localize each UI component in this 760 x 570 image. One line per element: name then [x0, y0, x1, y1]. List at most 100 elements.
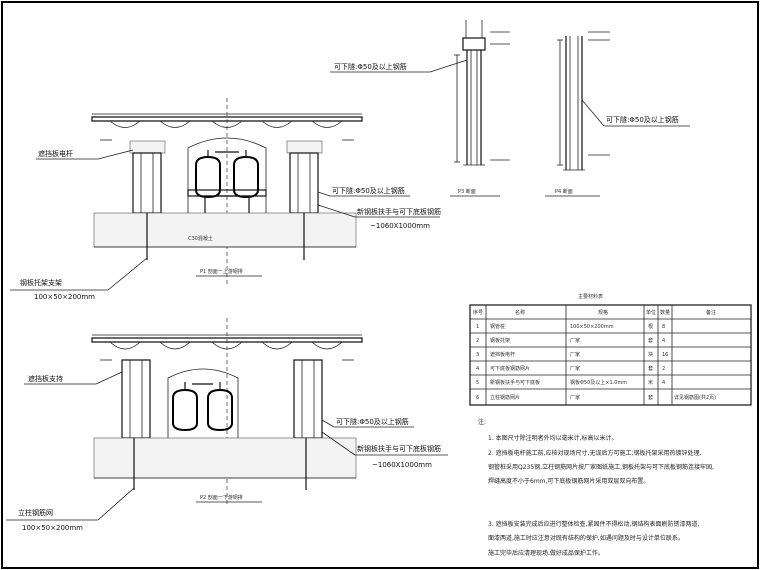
lower-support-label: 立柱钢筋网	[18, 508, 53, 517]
table-row: 3 遮挡板电杆 厂家 块 16	[476, 351, 668, 358]
detail-right-leader	[581, 99, 605, 127]
note-line: 2. 遮挡板电杆施工前,应核对现场尺寸,无误后方可施工;钢板托架采用热镀锌处理,	[488, 449, 701, 457]
detail-left: 可下隧:Φ50及以上钢筋 P3 断面	[330, 20, 510, 197]
lower-left-callout: 遮挡板支持	[28, 374, 63, 383]
svg-text:6: 6	[476, 395, 479, 401]
lower-right-leader-2	[321, 431, 356, 456]
lower-deck-slab	[91, 337, 363, 343]
note-line: 面漆两道,施工时应注意对既有结构的保护,如遇问题及时与设计单位联系。	[488, 534, 684, 542]
svg-text:米: 米	[648, 379, 653, 386]
svg-text:厂家: 厂家	[570, 394, 580, 401]
upper-support-leader	[107, 257, 148, 291]
table-row: 5 新钢板扶手与可下底板 钢板Φ50及以上×1.0mm 米 4	[476, 379, 665, 386]
svg-text:2: 2	[476, 338, 479, 344]
upper-right-callout-2: 新钢板扶手与可下底板钢筋	[357, 207, 441, 216]
svg-text:1: 1	[476, 324, 479, 330]
upper-deck-slab	[91, 116, 363, 122]
svg-text:5: 5	[476, 380, 479, 386]
upper-right-column	[289, 152, 319, 214]
svg-text:厂家: 厂家	[570, 365, 580, 372]
table-row: 6 立柱钢筋网片 厂家 套 详见钢筋图(共2页)	[476, 394, 716, 401]
svg-text:钢管桩: 钢管桩	[490, 323, 505, 330]
lower-left-column	[121, 359, 151, 439]
svg-text:2: 2	[662, 366, 665, 372]
svg-text:钢板托架: 钢板托架	[490, 337, 510, 344]
upper-caption: P1 剖面一上游钢排	[200, 268, 243, 275]
svg-text:厂家: 厂家	[570, 351, 580, 358]
table-border	[469, 304, 752, 406]
note-line: 1. 本图尺寸除注明者外均以毫米计,标高以米计。	[488, 434, 618, 442]
svg-text:4: 4	[476, 366, 479, 372]
table-header-cell: 规格	[598, 309, 608, 316]
lower-right-callout-3: ~1060X1000mm	[372, 461, 432, 469]
detail-left-head	[462, 37, 486, 51]
detail-left-callout: 可下隧:Φ50及以上钢筋	[334, 62, 407, 71]
lower-tanks	[172, 382, 233, 432]
table-header-cell: 序号	[473, 309, 483, 316]
svg-text:遮挡板电杆: 遮挡板电杆	[490, 351, 515, 358]
svg-text:8: 8	[662, 324, 665, 330]
table-row: 4 可下底板钢筋网片 厂家 套 2	[476, 365, 665, 372]
upper-left-cap	[129, 140, 166, 154]
table-row: 2 钢板托架 厂家 套 4	[476, 337, 665, 344]
note-line: 钢管桩采用Q235钢,立柱钢筋网片按厂家图纸施工,钢板托架与可下底板钢筋连接牢固…	[488, 463, 714, 471]
detail-right: 可下隧:Φ50及以上钢筋 P4 断面	[545, 31, 690, 197]
upper-right-callout-1: 可下隧:Φ50及以上钢筋	[332, 186, 405, 195]
svg-text:套: 套	[648, 337, 653, 344]
lower-right-callout-1: 可下隧:Φ50及以上钢筋	[336, 417, 409, 426]
upper-tunnel-arch	[187, 137, 267, 213]
upper-deck-ribs	[109, 120, 343, 128]
note-line: 焊缝高度不小于6mm,可下底板钢筋网片采用双层双向布置。	[488, 477, 649, 485]
table-header-row: 序号 名称 规格 单位 数量 备注	[473, 309, 716, 316]
svg-text:3: 3	[476, 352, 479, 358]
upper-support-label: 钢板托架支架	[20, 278, 62, 287]
svg-text:根: 根	[648, 323, 653, 330]
svg-text:新钢板扶手与可下底板: 新钢板扶手与可下底板	[490, 379, 540, 386]
table-header-cell: 名称	[515, 309, 525, 316]
lower-tunnel-arch	[167, 368, 239, 438]
lower-support-size: 100×50×200mm	[22, 524, 83, 532]
table-title: 主要材料表	[578, 293, 603, 300]
lower-base-slab	[93, 437, 357, 479]
note-line: 施工完毕后应清理现场,做好成品保护工作。	[488, 549, 604, 557]
svg-text:可下底板钢筋网片: 可下底板钢筋网片	[490, 365, 530, 372]
svg-text:16: 16	[662, 352, 668, 358]
svg-text:厂家: 厂家	[570, 337, 580, 344]
svg-text:100×50×200mm: 100×50×200mm	[570, 324, 614, 330]
svg-text:4: 4	[662, 338, 665, 344]
upper-left-column	[132, 152, 162, 214]
table-header-cell: 备注	[706, 309, 716, 316]
svg-text:钢板Φ50及以上×1.0mm: 钢板Φ50及以上×1.0mm	[570, 379, 627, 386]
upper-right-leader-1	[317, 191, 331, 197]
detail-left-caption: P3 断面	[458, 188, 476, 195]
svg-text:套: 套	[648, 394, 653, 401]
table-header-cell: 单位	[646, 309, 656, 316]
lower-right-column	[293, 359, 323, 439]
upper-base-label: C30混凝土	[188, 235, 213, 242]
lower-caption: P2 剖面一下游钢排	[200, 494, 243, 501]
lower-deck-ribs	[109, 341, 343, 350]
svg-text:块: 块	[648, 351, 653, 358]
svg-text:套: 套	[648, 365, 653, 372]
upper-left-callout: 遮挡板电杆	[38, 149, 73, 158]
notes-block: 注: 1. 本图尺寸除注明者外均以毫米计,标高以米计。 2. 遮挡板电杆施工前,…	[478, 418, 714, 557]
upper-right-cap	[286, 140, 323, 154]
table-header-cell: 数量	[660, 309, 670, 316]
lower-right-leader-1	[321, 419, 335, 428]
lower-right-callout-2: 新钢板扶手与可下底板钢筋	[357, 444, 441, 453]
lower-left-leader	[95, 371, 123, 385]
lower-section: 遮挡板支持 立柱钢筋网 100×50×200mm 可下隧:Φ50及以上钢筋 新钢…	[6, 318, 448, 532]
upper-section: C30混凝土 遮挡板电杆 钢板托架支架 100×50×200mm 可下隧:Φ50…	[10, 98, 441, 301]
lower-support-leader	[97, 487, 135, 521]
upper-right-leader-2	[317, 204, 356, 218]
upper-left-leader	[97, 149, 134, 160]
svg-text:详见钢筋图(共2页): 详见钢筋图(共2页)	[674, 394, 716, 401]
upper-support-size: 100×50×200mm	[34, 293, 95, 301]
notes-heading: 注:	[478, 418, 486, 426]
detail-right-caption: P4 断面	[555, 188, 573, 195]
svg-text:4: 4	[662, 380, 665, 386]
table-row: 1 钢管桩 100×50×200mm 根 8	[476, 323, 665, 330]
material-table: 主要材料表 序号 名称 规格 单位 数量 备注 1 钢管桩 100×50×200…	[469, 293, 752, 406]
